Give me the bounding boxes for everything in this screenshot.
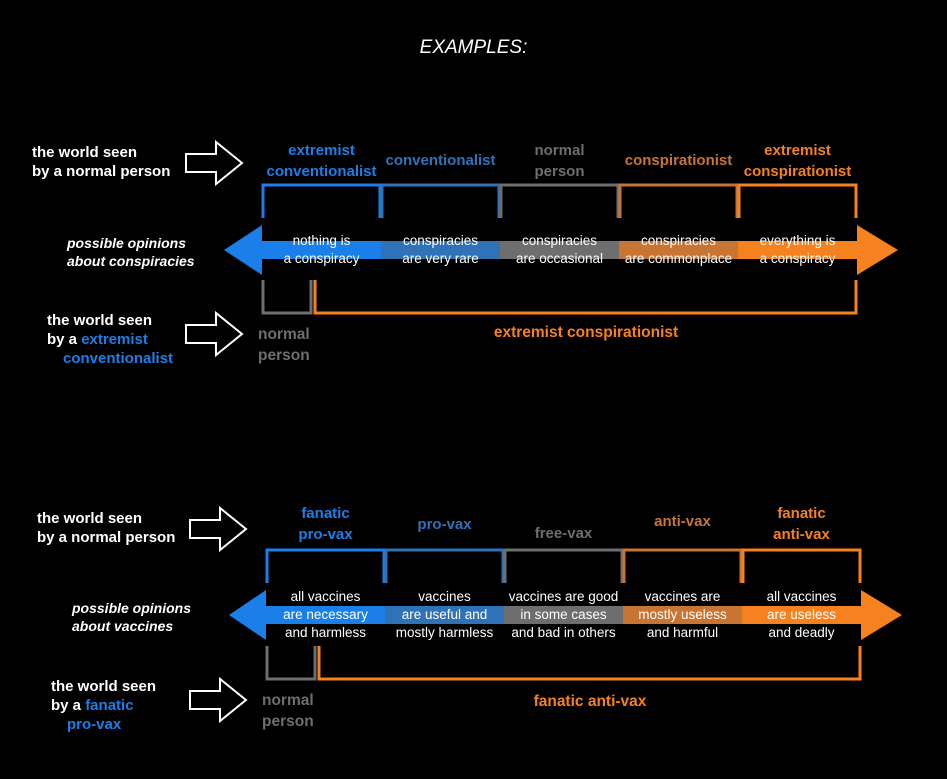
opinion-segment [385, 606, 505, 624]
page-title: EXAMPLES: [419, 37, 528, 58]
opinion-segment [262, 241, 382, 259]
category-bracket [380, 183, 501, 218]
extremist-range-label: fanatic anti-vax [533, 693, 647, 710]
right-arrowhead [861, 590, 902, 640]
extremist-range-label: extremist conspirationist [493, 324, 679, 341]
right-arrowhead [857, 225, 898, 275]
right-arrow-outline-icon [185, 310, 244, 358]
category-bracket [737, 183, 858, 218]
opinion-segment [381, 241, 501, 259]
category-bracket [499, 183, 620, 218]
normal-person-bracket [261, 280, 313, 315]
right-arrow-outline-icon [189, 676, 248, 724]
category-bracket [622, 548, 743, 583]
category-label: conspirationist [624, 152, 733, 169]
opinion-segment [619, 241, 739, 259]
left-arrowhead [224, 225, 262, 275]
extremist-bracket [317, 646, 862, 681]
opinions-axis-label: possible opinions about vaccines [72, 600, 192, 634]
opinion-segment [504, 606, 624, 624]
opinion-segment [623, 606, 743, 624]
category-label: free-vax [534, 525, 593, 542]
category-label: pro-vax [417, 516, 472, 533]
opinion-segment [500, 241, 620, 259]
category-bracket [618, 183, 739, 218]
category-bracket [384, 548, 505, 583]
category-bracket [265, 548, 386, 583]
right-arrow-outline-icon [189, 505, 248, 553]
category-bracket [261, 183, 382, 218]
extremist-bracket [313, 280, 858, 315]
left-arrowhead [229, 590, 266, 640]
category-bracket [503, 548, 624, 583]
category-bracket [741, 548, 862, 583]
opinion-segment [742, 606, 862, 624]
opinion-segment [266, 606, 386, 624]
opinions-axis-label: possible opinions about conspiracies [67, 235, 195, 269]
category-label: conventionalist [385, 152, 496, 169]
opinion-segment [738, 241, 858, 259]
category-label: anti-vax [654, 513, 711, 530]
normal-person-bracket [265, 646, 317, 681]
right-arrow-outline-icon [185, 139, 244, 187]
